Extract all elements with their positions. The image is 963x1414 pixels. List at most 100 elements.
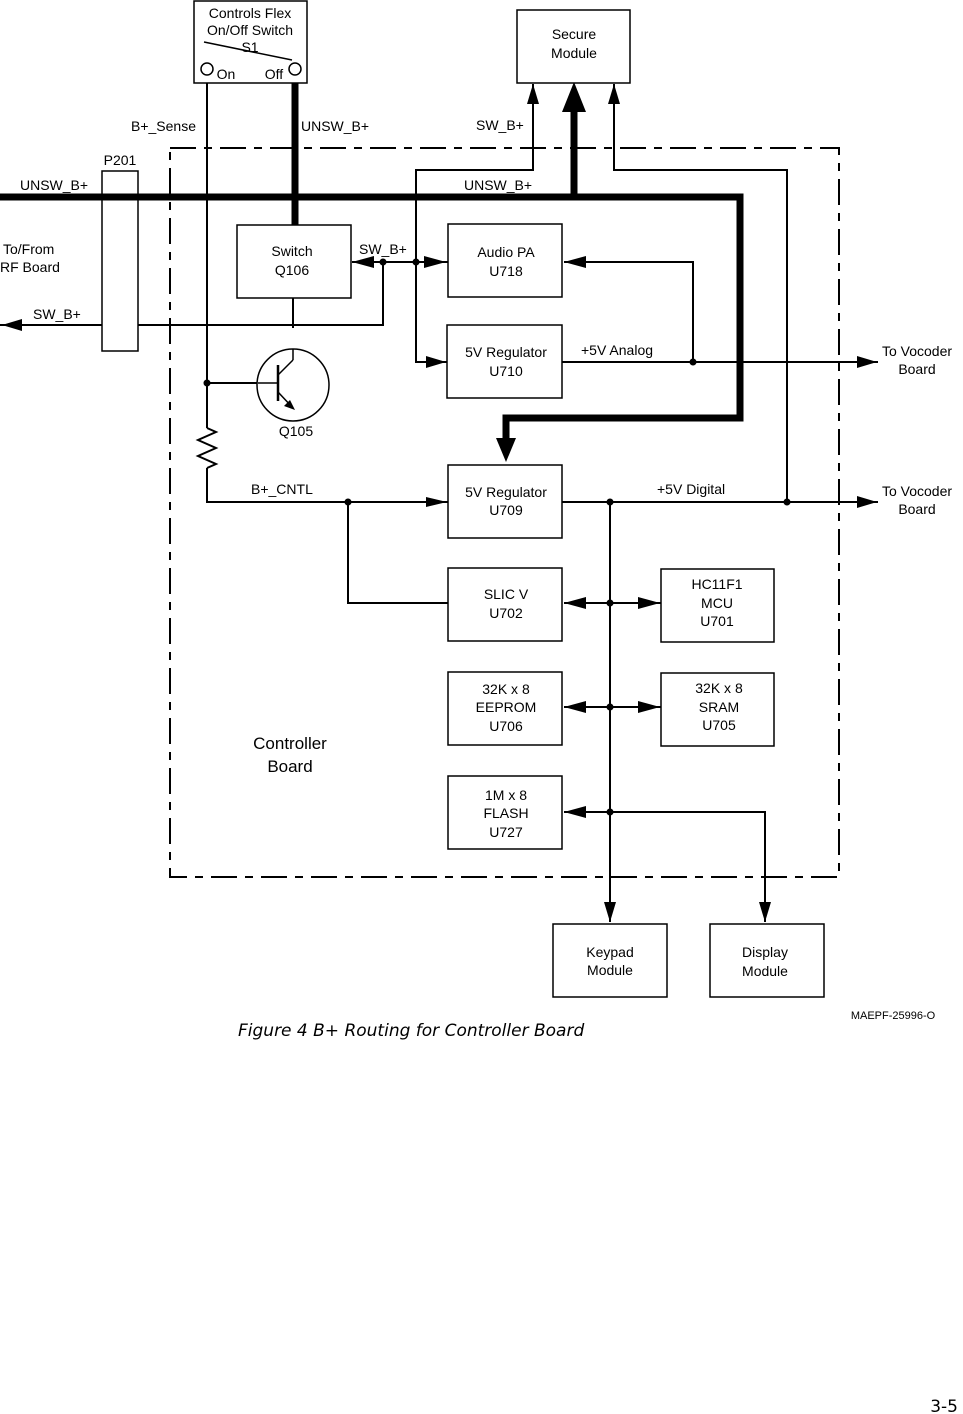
unsw-top-label: UNSW_B+ [301,118,369,134]
flash-line1: 1M x 8 [485,787,527,803]
q105-label: Q105 [279,423,313,439]
slic-box [447,567,563,642]
u709-input-arrow [496,438,516,462]
sw-secure-wire [415,84,534,262]
u710-box [446,324,563,399]
mcu-line2: MCU [701,595,733,611]
vocoder1-line2: Board [898,361,935,377]
to-from-line2: RF Board [0,259,60,275]
q105-transistor [256,348,330,422]
flash-display-wire [564,811,766,922]
b-cntl-label: B+_CNTL [251,481,313,497]
s1-lever [203,41,293,61]
eeprom-box [447,671,563,746]
q106-line1: Switch [271,243,312,259]
eeprom-line3: U706 [489,718,523,734]
secure-sw-arrow [527,84,539,104]
vocoder2-line2: Board [898,501,935,517]
s1-on-label: On [217,66,236,82]
sram-line2: SRAM [699,699,739,715]
q106-box [236,224,352,299]
flash-box [447,775,563,850]
digital-secure-wire [613,84,788,502]
sram-line1: 32K x 8 [695,680,743,696]
vocoder1-arrow [857,356,877,368]
secure-line2: Module [551,45,597,61]
slic-line1: SLIC V [484,586,529,602]
flash-line2: FLASH [483,805,528,821]
figure-caption: Figure 4 B+ Routing for Controller Board [238,1021,584,1041]
mcu-line1: HC11F1 [691,576,742,592]
u710-line2: U710 [489,363,523,379]
keypad-line2: Module [587,962,633,978]
eeprom-arrow [564,701,586,713]
s1-on-contact [200,62,214,76]
display-box [709,923,825,998]
audio-pa-line1: Audio PA [477,244,535,260]
sw-u710-wire [415,262,448,363]
u710-line1: 5V Regulator [465,344,547,360]
sram-line3: U705 [702,717,736,733]
vocoder2-line1: To Vocoder [882,483,952,499]
sw-left-label: SW_B+ [33,306,81,322]
mcu-box [660,568,775,643]
unsw-mid-label: UNSW_B+ [464,177,532,193]
secure-line1: Secure [552,26,597,42]
sw-left-arrow [2,319,22,331]
eeprom-line1: 32K x 8 [482,681,530,697]
sw-mid-label: SW_B+ [359,241,407,257]
u709-box [447,464,563,539]
mcu-arrow [638,597,660,609]
s1-off-contact [288,62,302,76]
secure-digital-arrow [608,84,620,104]
p201-label: P201 [104,152,137,168]
b-cntl-arrow [426,497,447,507]
mcu-line3: U701 [700,613,734,629]
controller-line1: Controller [253,734,327,753]
secure-module-box [516,9,631,84]
sw-top-label: SW_B+ [476,117,524,133]
q106-sw-arrow [352,256,374,268]
secure-unsw-arrow [562,82,586,112]
u709-line2: U709 [489,502,523,518]
page-number: 3-5 [930,1397,958,1414]
slic-arrow [564,597,586,609]
sram-box [660,672,775,747]
controller-board-boundary [169,147,840,878]
u710-input-arrow [426,356,446,368]
unsw-bus-wire [0,193,744,440]
flash-arrow [564,806,586,818]
controller-line2: Board [267,757,312,776]
display-arrow [759,902,771,922]
slic-cntl-wire [347,502,448,604]
keypad-line1: Keypad [586,944,633,960]
eeprom-line2: EEPROM [476,699,537,715]
audio-pa-line2: U718 [489,263,523,279]
keypad-arrow [604,902,616,922]
display-line1: Display [742,944,788,960]
analog-audio-wire [564,261,694,362]
q106-line2: Q106 [275,262,309,278]
audio-pa-arrow [424,256,446,268]
to-from-line1: To/From [3,241,54,257]
s1-line1: Controls Flex [209,5,291,21]
keypad-box [552,923,668,998]
digital-label: +5V Digital [657,481,725,497]
junction-dots [203,258,791,816]
resistor [195,427,219,469]
audio-analog-arrow [564,256,586,268]
analog-label: +5V Analog [581,342,653,358]
sram-arrow [638,701,660,713]
unsw-left-label: UNSW_B+ [20,177,88,193]
vocoder2-arrow [857,496,877,508]
slic-line2: U702 [489,605,523,621]
drawing-id: MAEPF-25996-O [851,1010,936,1022]
b-sense-label: B+_Sense [131,118,196,134]
display-line2: Module [742,963,788,979]
s1-line2: On/Off Switch [207,22,293,38]
vocoder1-line1: To Vocoder [882,343,952,359]
flash-line3: U727 [489,824,523,840]
p201-connector [101,170,139,352]
b-cntl-wire [206,468,448,503]
